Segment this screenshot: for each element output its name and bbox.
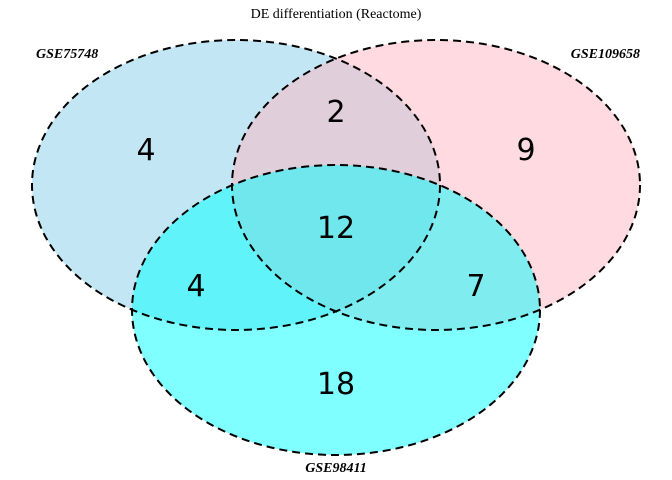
set-outline-gse98411 xyxy=(131,164,541,456)
count-gse75748-gse109658: 2 xyxy=(326,95,345,130)
set-label-gse109658: GSE109658 xyxy=(571,47,640,62)
set-ellipse-gse98411 xyxy=(132,165,540,455)
count-only-gse109658: 9 xyxy=(516,133,535,168)
set-label-gse98411: GSE98411 xyxy=(305,461,366,476)
set-label-gse75748: GSE75748 xyxy=(36,47,98,62)
set-outline-gse75748 xyxy=(31,39,441,331)
diagram-title: DE differentiation (Reactome) xyxy=(251,7,422,22)
count-gse109658-gse98411: 7 xyxy=(466,269,485,304)
count-only-gse75748: 4 xyxy=(136,133,155,168)
count-gse75748-gse98411: 4 xyxy=(186,269,205,304)
count-all-three: 12 xyxy=(317,211,355,246)
count-only-gse98411: 18 xyxy=(317,367,355,402)
